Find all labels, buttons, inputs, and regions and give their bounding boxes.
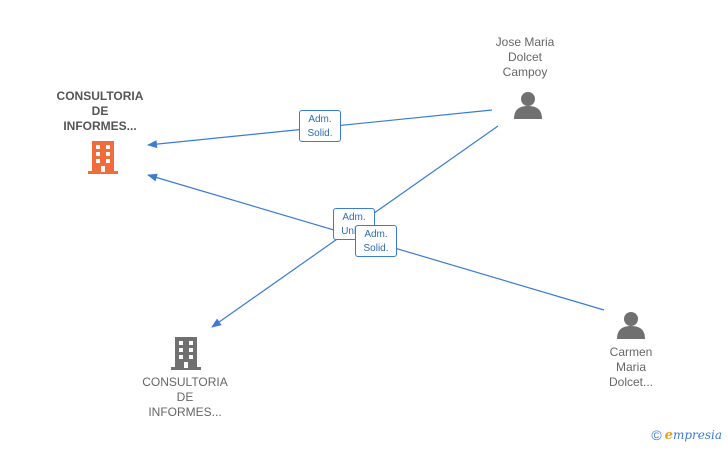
edge-label-line: Solid. [363, 243, 389, 254]
company-main-label-line: DE [91, 104, 109, 118]
company-secondary-label[interactable]: CONSULTORIA DE INFORMES... [125, 375, 245, 420]
brand-logo-name: mpresia [672, 428, 722, 442]
edge-label-line: Adm. [308, 114, 332, 125]
person-jose-label-line: Campoy [502, 65, 548, 79]
person-jose-label-line: Jose Maria [495, 35, 555, 49]
person-jose-label[interactable]: Jose Maria Dolcet Campoy [470, 35, 580, 80]
edge-label-line: Solid. [307, 128, 333, 139]
company-secondary-label-line: DE [176, 390, 194, 404]
brand-logo-initial: e [664, 427, 673, 443]
edge-label-line: Unico [341, 226, 367, 237]
person-jose-label-line: Dolcet [507, 50, 542, 64]
building-icon[interactable] [169, 335, 203, 371]
company-secondary-label-line: INFORMES... [148, 405, 222, 419]
company-main-label[interactable]: CONSULTORIA DE INFORMES... [40, 89, 160, 134]
person-carmen-label-line: Carmen [609, 345, 653, 359]
edge-label-line: Adm. [342, 212, 366, 223]
company-main-label-line: CONSULTORIA [56, 89, 144, 103]
copyright-symbol: © [651, 427, 662, 443]
building-icon[interactable] [86, 139, 120, 175]
edge-label-line: Adm. [364, 229, 388, 240]
company-main-label-line: INFORMES... [63, 119, 137, 133]
person-carmen-label[interactable]: Carmen Maria Dolcet... [576, 345, 686, 390]
person-carmen-label-line: Dolcet... [608, 375, 653, 389]
company-secondary-label-line: CONSULTORIA [142, 375, 228, 389]
person-carmen-label-line: Maria [615, 360, 646, 374]
person-icon[interactable] [615, 309, 647, 341]
person-icon[interactable] [512, 89, 544, 121]
edge-label-carmen-main[interactable]: Adm. Solid. [355, 225, 397, 257]
edge-label-jose-main[interactable]: Adm. Solid. [299, 110, 341, 142]
